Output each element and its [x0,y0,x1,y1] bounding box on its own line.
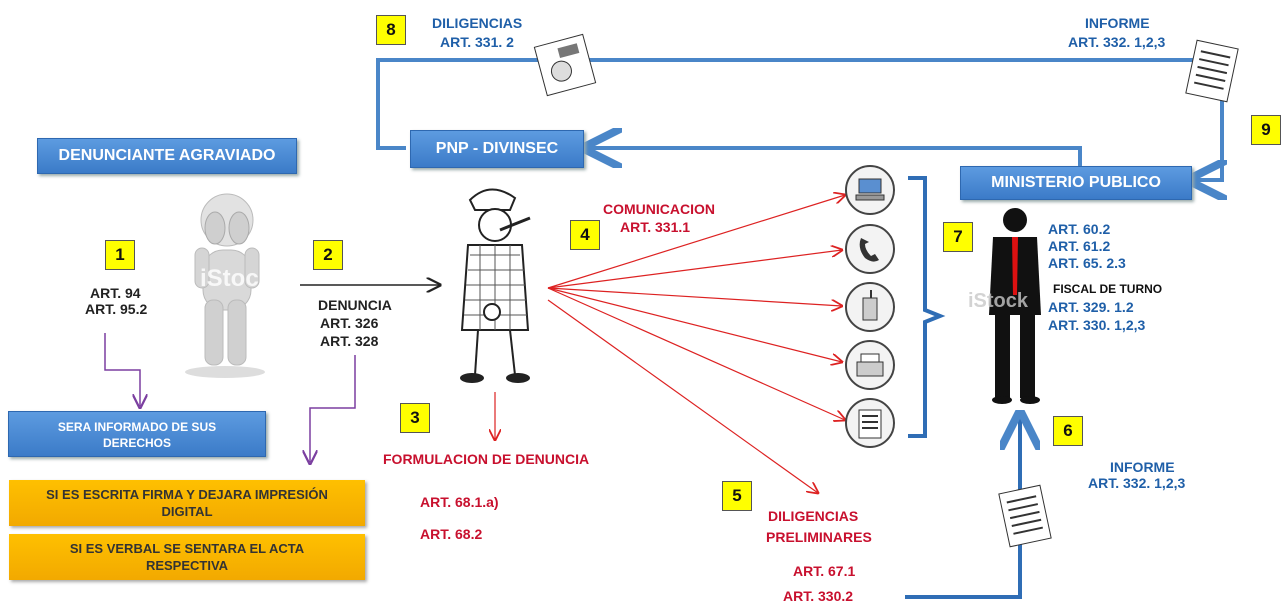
art94-label: ART. 94 [90,285,141,301]
verbal-line1: SI ES VERBAL SE SENTARA EL ACTA [69,541,305,556]
formulacion-label: FORMULACION DE DENUNCIA [383,451,590,467]
diligencias-label: DILIGENCIAS [432,15,523,31]
verbal-line2: RESPECTIVA [145,558,229,573]
businessman-icon [975,205,1055,405]
art326-label: ART. 326 [320,315,379,331]
istock-watermark-left: iStock [200,265,273,292]
informe-top-label: INFORME [1085,15,1150,31]
diligencias-prelim-label-1: DILIGENCIAS [768,508,859,524]
art681a-label: ART. 68.1.a) [420,494,499,510]
step-number-2: 2 [313,240,343,270]
fiscal-de-turno-label: FISCAL DE TURNO [1053,282,1163,296]
step-number-5: 5 [722,481,752,511]
comunicacion-label: COMUNICACION [603,201,715,217]
pnp-divinsec-box: PNP - DIVINSEC [410,130,584,168]
person-hands-face-icon [165,180,285,380]
art3291-label: ART. 329. 1.2 [1048,299,1134,315]
art671-label: ART. 67.1 [793,563,856,579]
derechos-line1: SERA INFORMADO DE SUS [57,420,217,434]
step-number-8: 8 [376,15,406,45]
step-number-9: 9 [1251,115,1281,145]
detective-icon [440,180,550,390]
art682-label: ART. 68.2 [420,526,483,542]
denuncia-label: DENUNCIA [318,297,392,313]
step-number-4: 4 [570,220,600,250]
escrita-line2: DIGITAL [161,504,213,519]
art6523-label: ART. 65. 2.3 [1048,255,1126,271]
radio-icon [845,282,895,332]
art332-top-label: ART. 332. 1,2,3 [1068,34,1166,50]
verbal-box: SI ES VERBAL SE SENTARA EL ACTA RESPECTI… [9,534,365,580]
escrita-line1: SI ES ESCRITA FIRMA Y DEJARA IMPRESIÓN [46,487,328,502]
documents-diligencias-icon [523,27,606,103]
step-number-6: 6 [1053,416,1083,446]
art952-label: ART. 95.2 [85,301,148,317]
art328-label: ART. 328 [320,333,379,349]
escrita-box: SI ES ESCRITA FIRMA Y DEJARA IMPRESIÓN D… [9,480,365,526]
art612-label: ART. 61.2 [1048,238,1111,254]
informe-bottom-label: INFORME [1110,459,1175,475]
computer-icon [845,165,895,215]
step-number-7: 7 [943,222,973,252]
diligencias-prelim-label-2: PRELIMINARES [766,529,872,545]
telephone-icon [845,224,895,274]
ministerio-publico-box: MINISTERIO PUBLICO [960,166,1192,200]
art3302-label: ART. 330.2 [783,588,854,604]
istock-watermark-right: iStock [968,290,1029,312]
art3311-label: ART. 331.1 [620,219,691,235]
denunciante-agraviado-box: DENUNCIANTE AGRAVIADO [37,138,297,174]
art332-bottom-label: ART. 332. 1,2,3 [1088,475,1186,491]
fax-icon [845,340,895,390]
art602-label: ART. 60.2 [1048,221,1111,237]
step-number-1: 1 [105,240,135,270]
art330-label: ART. 330. 1,2,3 [1048,317,1146,333]
document-informe-bottom-icon [994,480,1056,551]
document-informe-top-icon [1181,35,1243,106]
art3312-label: ART. 331. 2 [440,34,514,50]
derechos-line2: DERECHOS [102,436,171,450]
step-number-3: 3 [400,403,430,433]
document-icon [845,398,895,448]
derechos-box: SERA INFORMADO DE SUS DERECHOS [8,411,266,457]
